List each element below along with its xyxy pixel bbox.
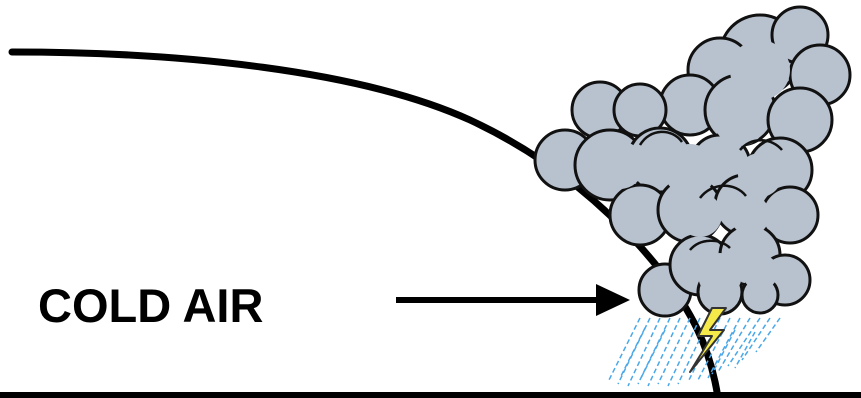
arrow-icon [396,284,630,316]
cold-air-label: COLD AIR [38,282,263,329]
